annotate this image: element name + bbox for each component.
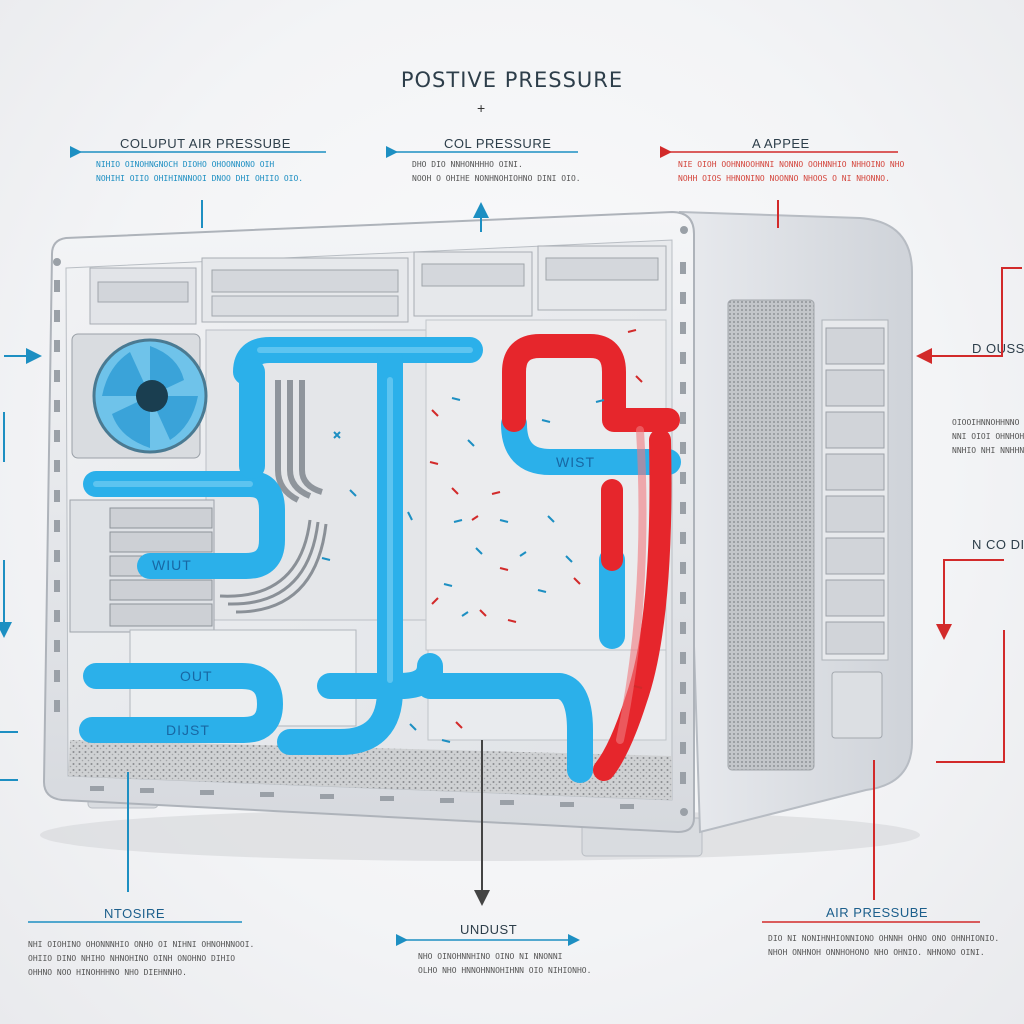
tube-label-out: OUT <box>180 668 213 684</box>
label-top-right: A APPEE <box>752 136 810 151</box>
note-line: OLHO NHO HNNOHNNOHIHNN OIO NIHIONHO. <box>418 966 592 975</box>
note-line: DIO NI NONIHNHIONNIONO OHNNH OHNO ONO OH… <box>768 934 1000 943</box>
label-bottom-right: AIR PRESSUBE <box>826 905 929 920</box>
plus-sign: + <box>477 100 486 116</box>
note-line: NHI OIOHINO OHONNNHIO ONHO OI NIHNI OHNO… <box>28 940 255 949</box>
frame-screw <box>53 258 61 266</box>
label-bottom-center: UNDUST <box>460 922 518 937</box>
leader-lines <box>0 146 1022 946</box>
note-line: NOHH OIOS HHNONINO NOONNO NHOOS O NI NHO… <box>678 174 890 183</box>
label-top-left: COLUPUT AIR PRESSUBE <box>120 136 291 151</box>
note-line: NOHIHI OIIO OHIHINNNOOI DNOO DHI OHIIO O… <box>96 174 304 183</box>
note-line: OHIIO DINO NHIHO NHNOHINO OINH ONOHNO DI… <box>28 954 236 963</box>
note-line: NOOH O OHIHE NONHNOHIOHNO DINI OIO. <box>412 174 581 183</box>
note-top-left: NIHIO OINOHNGNOCH DIOHO OHOONNONO OIH NO… <box>96 158 303 186</box>
note-line: DHO DIO NNHONHHHO OINI. <box>412 160 523 169</box>
hot-air-flow <box>502 334 680 781</box>
note-line: OHHNO NOO HINOHHHNO NHO DIEHNNHO. <box>28 968 187 977</box>
tube-label-upper: WIUT <box>152 557 192 573</box>
cooling-fan <box>71 333 208 459</box>
frame-screw <box>680 808 688 816</box>
note-top-center: DHO DIO NNHONHHHO OINI. NOOH O OHIHE NON… <box>412 158 581 186</box>
label-right-lower: N CO DI <box>972 537 1024 552</box>
note-bottom-right: DIO NI NONIHNHIONNIONO OHNNH OHNO ONO OH… <box>768 932 999 960</box>
note-line: NIE OIOH OOHNNOOHNNI NONNO OOHNNHIO NHHO… <box>678 160 905 169</box>
hot-air-particles <box>429 329 643 729</box>
cool-air-particles <box>321 397 605 743</box>
diagram-title: POSTIVE PRESSURE <box>400 68 624 92</box>
motherboard-right <box>425 319 667 651</box>
note-bottom-left: NHI OIOHINO OHONNNHIO ONHO OI NIHNI OHNO… <box>28 938 254 980</box>
note-line: NNI OIOI OHNHOHNI ONO <box>952 432 1024 441</box>
note-line: NNHIO NHI NNHHNON <box>952 446 1024 455</box>
cable-bundle <box>219 519 328 614</box>
note-line: NHO OINOHNNHINO OINO NI NNONNI <box>418 952 563 961</box>
label-top-center: COL PRESSURE <box>444 136 552 151</box>
heat-pipes <box>275 380 323 503</box>
side-mesh-grill <box>727 299 815 771</box>
tube-label-right: WIST <box>556 454 595 470</box>
frame-vents <box>54 262 686 809</box>
label-bottom-left: NTOSIRE <box>104 906 166 921</box>
note-top-right: NIE OIOH OOHNNOOHNNI NONNO OOHNNHIO NHHO… <box>678 158 904 186</box>
frame-screw <box>680 226 688 234</box>
top-drive-bays <box>89 245 667 325</box>
drive-bays-side <box>821 319 889 739</box>
note-bottom-center: NHO OINOHNNHINO OINO NI NNONNI OLHO NHO … <box>418 950 591 978</box>
note-line: OIOOIHNNOHHNNO NIO <box>952 418 1024 427</box>
note-line: NHOH ONHNOH ONNHOHONO NHO OHNIO. NHNONO … <box>768 948 985 957</box>
note-line: NIHIO OINOHNGNOCH DIOHO OHOONNONO OIH <box>96 160 275 169</box>
tube-label-dust: DIJST <box>166 722 210 738</box>
label-right-upper: D OUSSC <box>972 341 1024 356</box>
note-right: OIOOIHNNOHHNNO NIO NNI OIOI OHNHOHNI ONO… <box>952 416 1024 458</box>
dust-layer <box>68 740 672 800</box>
